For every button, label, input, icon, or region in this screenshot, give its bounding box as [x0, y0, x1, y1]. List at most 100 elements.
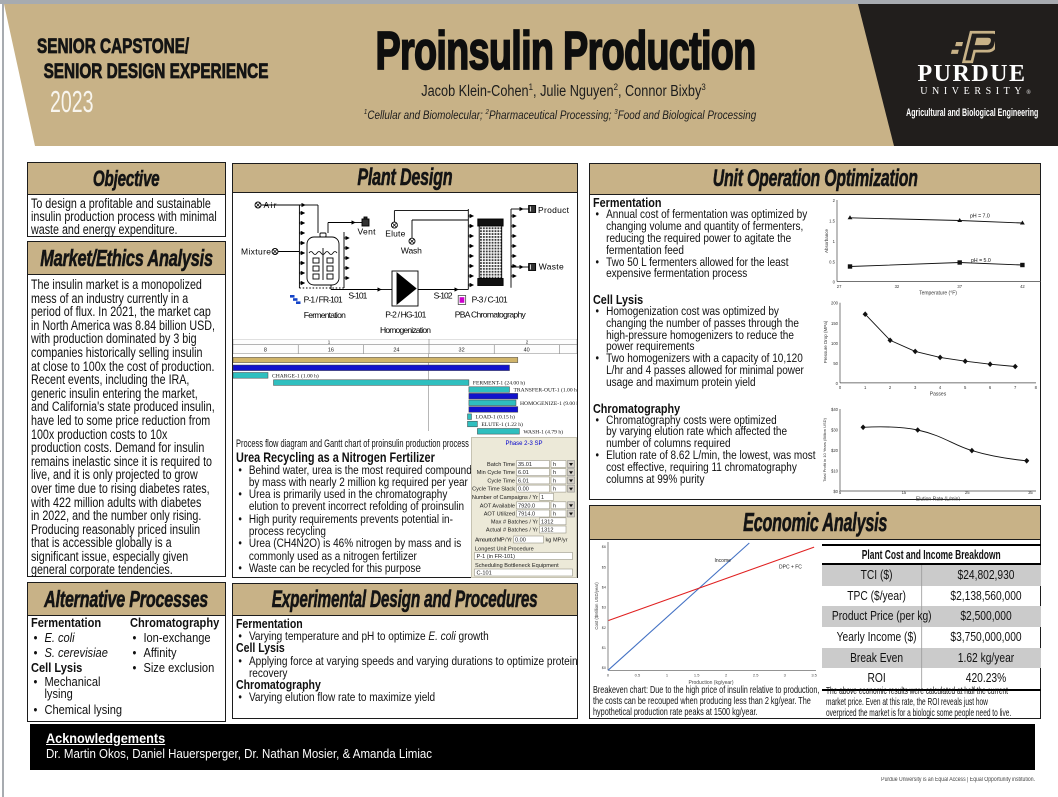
svg-text:8: 8: [264, 347, 267, 353]
svg-text:WASH-1 (4.79 h): WASH-1 (4.79 h): [523, 428, 563, 435]
svg-text:1.5: 1.5: [694, 673, 700, 678]
svg-text:35: 35: [1028, 490, 1033, 495]
svg-text:TRANSFER-OUT-1 (1.00 h): TRANSFER-OUT-1 (1.00 h): [514, 387, 578, 394]
svg-text:6: 6: [989, 385, 992, 390]
svg-text:37: 37: [957, 284, 962, 289]
svg-text:Air: Air: [264, 200, 277, 210]
svg-text:pH = 5.0: pH = 5.0: [971, 258, 991, 264]
svg-text:3.5: 3.5: [811, 673, 817, 678]
svg-text:kg MP/yr: kg MP/yr: [546, 538, 568, 544]
svg-text:8: 8: [1035, 385, 1038, 390]
svg-text:Elute: Elute: [385, 229, 405, 239]
svg-text:Product: Product: [538, 205, 570, 215]
svg-text:32: 32: [895, 284, 900, 289]
svg-text:1: 1: [666, 673, 669, 678]
svg-text:1: 1: [328, 339, 331, 344]
svg-text:FERMENT-1 (24.00 h): FERMENT-1 (24.00 h): [473, 380, 525, 387]
svg-text:16: 16: [328, 347, 334, 353]
svg-text:Min Cycle Time: Min Cycle Time: [477, 470, 515, 476]
svg-text:1312: 1312: [541, 528, 553, 534]
svg-text:Cycle Time Slack: Cycle Time Slack: [472, 487, 515, 493]
svg-text:Max # Batches / Yr: Max # Batches / Yr: [491, 519, 538, 525]
svg-text:Homogenization: Homogenization: [380, 325, 431, 335]
svg-text:P-1 (in FR-101): P-1 (in FR-101): [477, 554, 516, 560]
svg-text:P-3 / C-101: P-3 / C-101: [472, 295, 508, 305]
svg-text:6.01: 6.01: [518, 470, 529, 476]
svg-text:$0: $0: [833, 489, 838, 494]
svg-text:HOMOGENIZE-1 (9.00 h): HOMOGENIZE-1 (9.00 h): [520, 400, 577, 407]
svg-text:0: 0: [839, 385, 842, 390]
svg-text:0.00: 0.00: [515, 538, 526, 544]
svg-text:2: 2: [889, 385, 892, 390]
svg-text:Passes: Passes: [930, 392, 947, 398]
svg-text:h: h: [553, 462, 556, 468]
svg-text:$10: $10: [831, 469, 839, 474]
svg-text:Longest Unit Procedure: Longest Unit Procedure: [475, 547, 534, 553]
svg-text:DPC + FC: DPC + FC: [779, 565, 802, 571]
svg-text:AOT Available: AOT Available: [480, 503, 515, 509]
svg-text:0.5: 0.5: [829, 259, 835, 264]
svg-text:Absorbance: Absorbance: [824, 229, 829, 254]
svg-text:40: 40: [524, 347, 530, 353]
svg-text:Waste: Waste: [539, 262, 564, 272]
svg-text:1312: 1312: [541, 519, 553, 525]
svg-text:32: 32: [459, 347, 465, 353]
svg-text:pH = 7.0: pH = 7.0: [970, 214, 990, 220]
svg-text:Vent: Vent: [358, 227, 377, 237]
svg-text:7920.0: 7920.0: [518, 503, 535, 509]
svg-text:$3: $3: [602, 606, 606, 610]
svg-text:0: 0: [836, 381, 839, 386]
svg-text:100: 100: [831, 341, 839, 346]
svg-text:Income: Income: [715, 558, 732, 564]
svg-text:h: h: [553, 503, 556, 509]
svg-text:$5: $5: [602, 566, 606, 570]
svg-text:Phase 2-3 SP: Phase 2-3 SP: [505, 441, 542, 447]
svg-text:$2: $2: [602, 626, 606, 630]
svg-text:5: 5: [964, 385, 967, 390]
svg-text:PBA Chromatography: PBA Chromatography: [455, 310, 527, 320]
svg-text:5: 5: [839, 490, 842, 495]
svg-text:3: 3: [784, 673, 787, 678]
svg-text:AOT Utilized: AOT Utilized: [484, 512, 515, 518]
svg-text:h: h: [553, 512, 556, 518]
svg-text:Fermentation: Fermentation: [304, 310, 346, 320]
svg-text:$0: $0: [602, 666, 606, 670]
svg-text:1: 1: [833, 239, 836, 244]
svg-text:2.5: 2.5: [753, 673, 759, 678]
svg-text:Temperature (°F): Temperature (°F): [919, 291, 957, 297]
svg-text:P-1 / FR-101: P-1 / FR-101: [304, 295, 343, 305]
svg-text:Production (kg/year): Production (kg/year): [688, 680, 733, 686]
svg-text:200: 200: [831, 301, 839, 306]
svg-text:27: 27: [837, 284, 842, 289]
svg-text:$1: $1: [602, 646, 606, 650]
svg-text:1.5: 1.5: [829, 218, 835, 223]
svg-text:h: h: [553, 470, 556, 476]
svg-text:2: 2: [833, 198, 836, 203]
svg-text:7: 7: [1014, 385, 1017, 390]
svg-text:24: 24: [393, 347, 399, 353]
svg-text:h: h: [553, 487, 556, 493]
svg-text:Total Profit in 10 Years (Bill: Total Profit in 10 Years (Billion USD): [822, 417, 827, 481]
svg-text:35.01: 35.01: [518, 462, 532, 468]
svg-text:S-101: S-101: [348, 291, 367, 301]
svg-text:Scheduling Bottleneck Equipmen: Scheduling Bottleneck Equipment: [475, 563, 559, 569]
svg-text:$4: $4: [602, 586, 606, 590]
svg-text:Number of Campaigns / Yr: Number of Campaigns / Yr: [472, 495, 538, 501]
svg-text:Actual # Batches / Yr: Actual # Batches / Yr: [486, 528, 538, 534]
svg-text:Batch Time: Batch Time: [487, 462, 515, 468]
svg-text:3: 3: [914, 385, 917, 390]
svg-text:CHARGE-1 (1.00 h): CHARGE-1 (1.00 h): [272, 372, 319, 379]
svg-text:Cycle Time: Cycle Time: [487, 478, 515, 484]
svg-text:15: 15: [902, 490, 907, 495]
svg-text:4: 4: [939, 385, 942, 390]
svg-text:6.01: 6.01: [518, 478, 529, 484]
svg-text:LOAD-1 (0.15 h): LOAD-1 (0.15 h): [476, 414, 515, 421]
svg-text:2: 2: [725, 673, 728, 678]
svg-text:$20: $20: [831, 448, 839, 453]
svg-text:150: 150: [831, 321, 839, 326]
svg-text:0.5: 0.5: [635, 673, 641, 678]
svg-text:ELUTE-1 (1.22 h): ELUTE-1 (1.22 h): [481, 421, 523, 428]
svg-text:7914.0: 7914.0: [518, 512, 535, 518]
svg-text:Elution Rate (L/min): Elution Rate (L/min): [916, 497, 961, 502]
svg-text:P-2 / HG-101: P-2 / HG-101: [385, 310, 426, 320]
